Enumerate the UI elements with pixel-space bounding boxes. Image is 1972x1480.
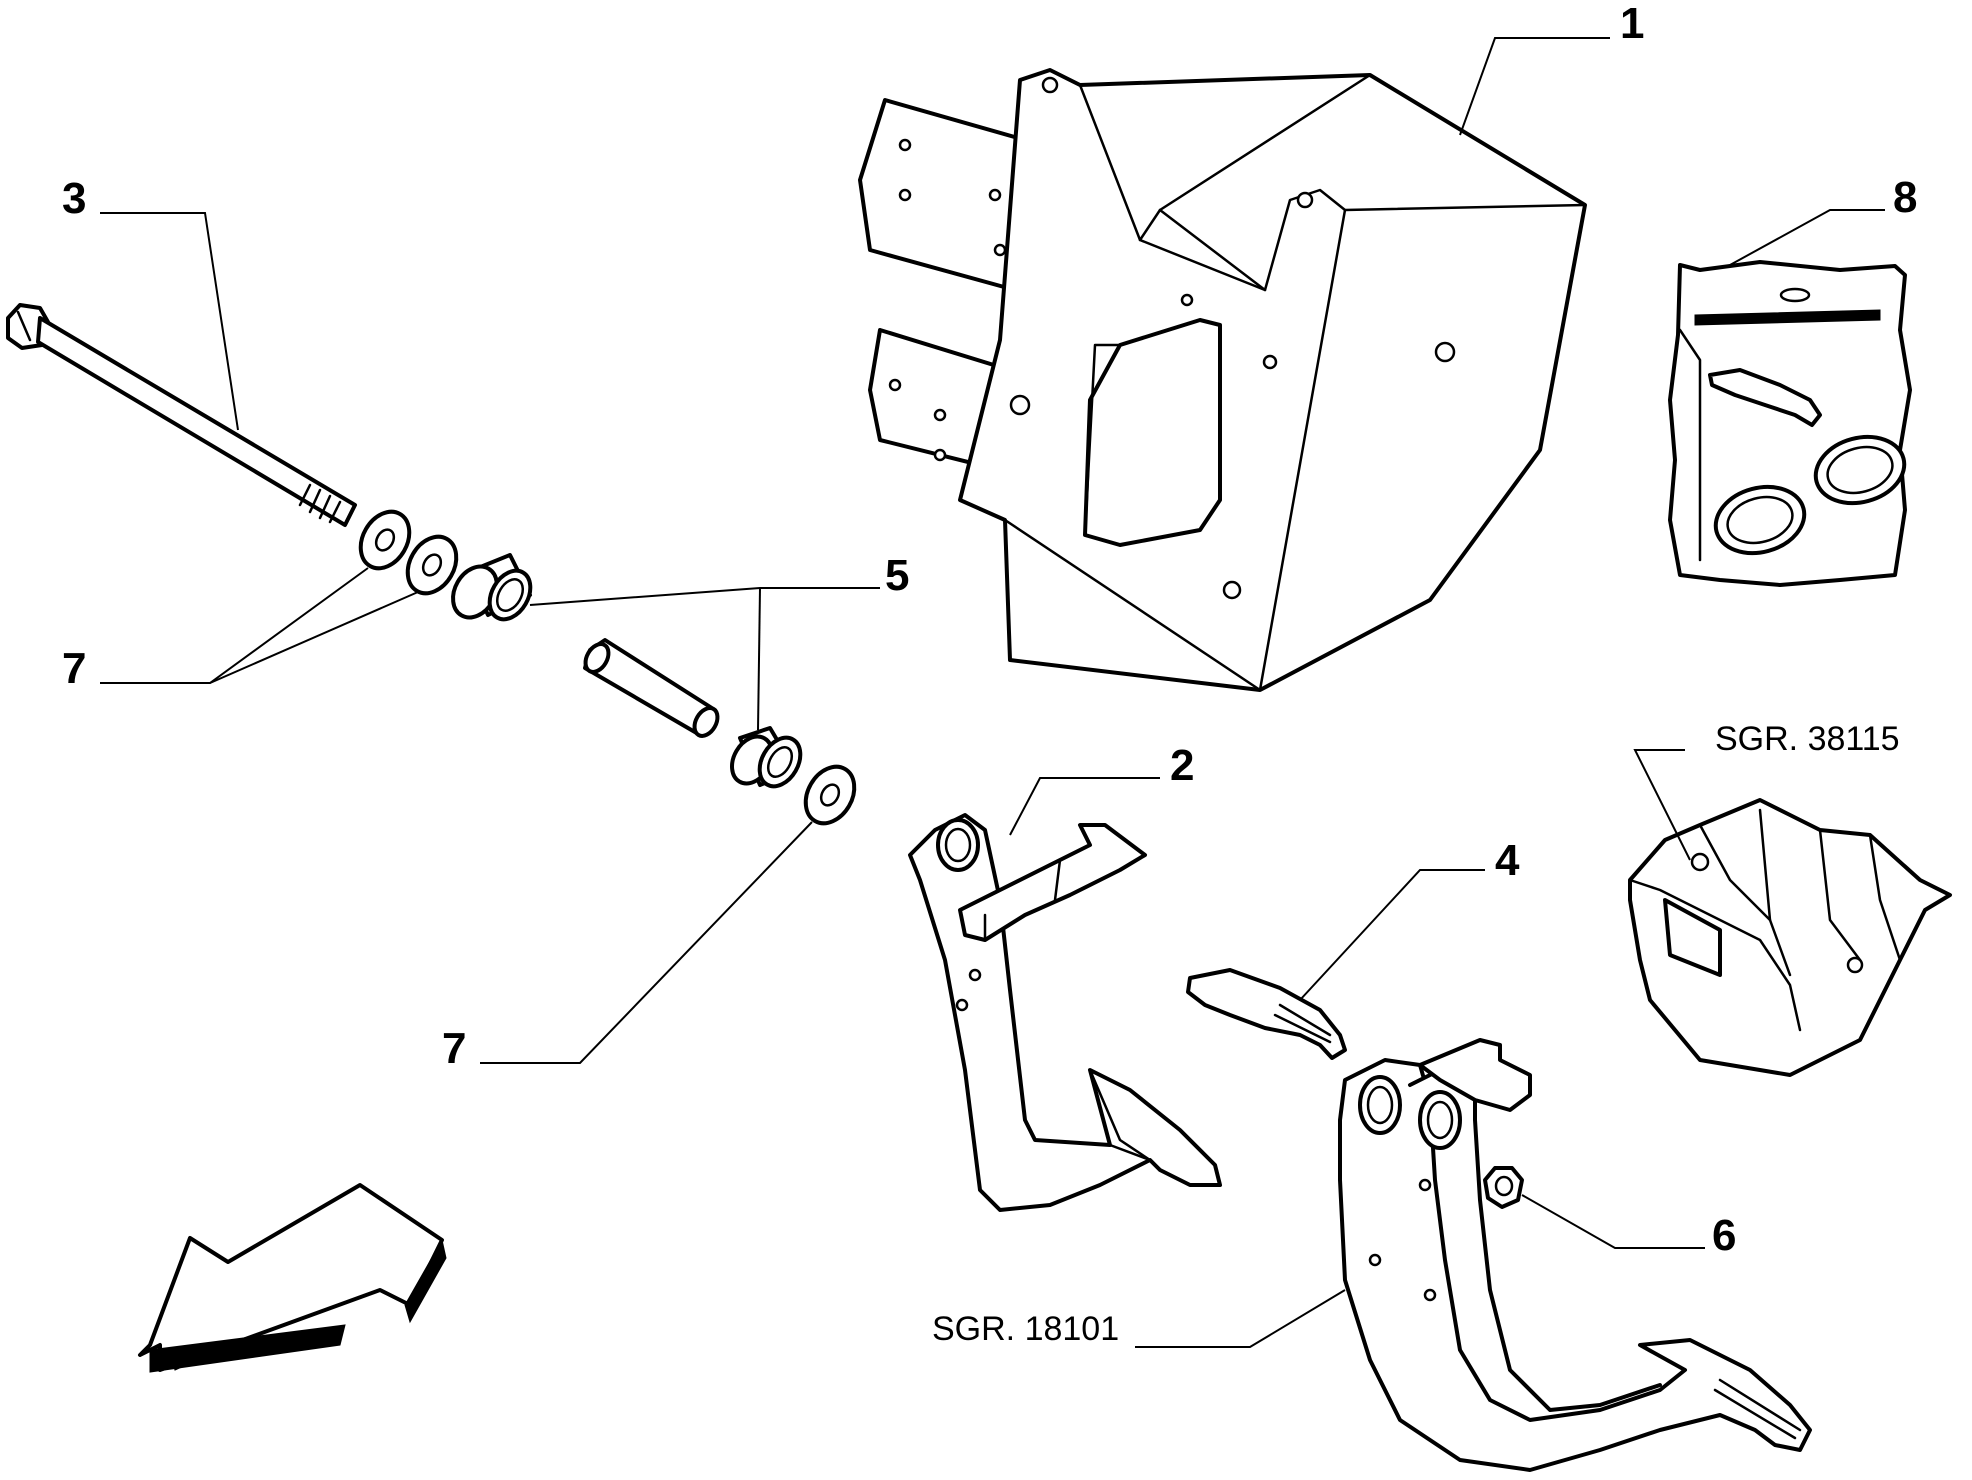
sgr-38115-housing <box>1628 798 1952 1077</box>
callout-1: 1 <box>1620 0 1644 48</box>
part-2-pedal-arm <box>908 813 1222 1212</box>
callout-8: 8 <box>1893 173 1917 222</box>
callout-2: 2 <box>1170 741 1194 790</box>
part-1-pedal-bracket <box>858 68 1587 692</box>
sgr-18101-pedal-assembly <box>1338 1038 1812 1472</box>
part-3-bolt <box>6 303 357 527</box>
direction-arrow-icon <box>138 1183 447 1373</box>
callout-5: 5 <box>885 551 909 600</box>
callout-labels: 1 3 8 7 5 7 2 4 6 <box>62 0 1917 1260</box>
callout-3: 3 <box>62 174 86 223</box>
part-5-bushings <box>451 553 803 789</box>
part-7-washers-upper <box>358 509 459 596</box>
part-4-pedal-pad <box>1186 968 1347 1060</box>
callout-6: 6 <box>1712 1211 1736 1260</box>
reference-labels: SGR. 38115 SGR. 18101 <box>932 720 1900 1348</box>
part-6-nut <box>1483 1166 1524 1209</box>
ref-sgr-18101: SGR. 18101 <box>932 1310 1119 1348</box>
leader-lines <box>100 37 1885 1348</box>
ref-sgr-38115: SGR. 38115 <box>1715 720 1900 758</box>
part-7-washer-lower <box>803 764 857 826</box>
callout-7-lower: 7 <box>442 1024 466 1073</box>
part-8-pad-kit <box>1668 260 1912 587</box>
callout-7-upper: 7 <box>62 644 86 693</box>
callout-4: 4 <box>1495 836 1520 885</box>
